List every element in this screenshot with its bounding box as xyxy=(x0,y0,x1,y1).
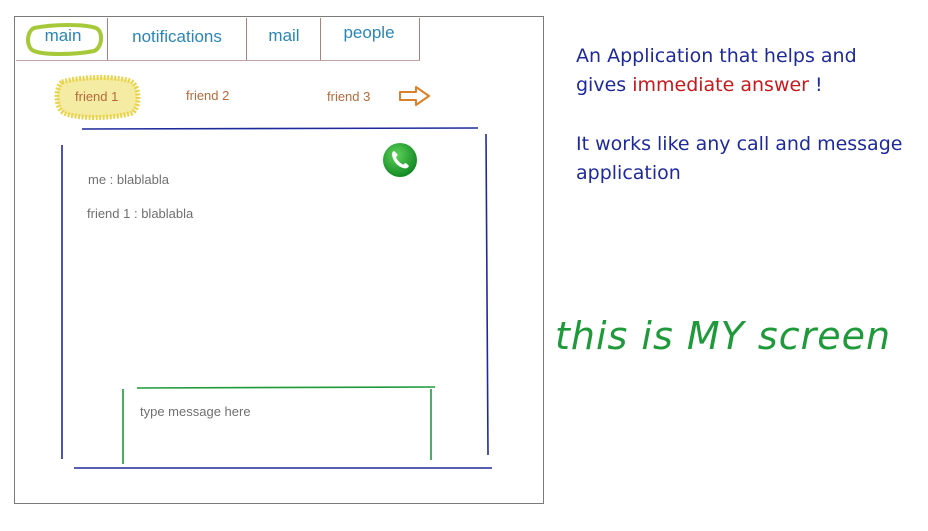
active-tab-highlight xyxy=(26,23,103,56)
tab-divider xyxy=(419,18,420,60)
note-line: application xyxy=(576,162,681,184)
tab-notifications-label: notifications xyxy=(132,27,222,46)
description-note: An Application that helps and gives imme… xyxy=(576,42,857,100)
tab-mail-label: mail xyxy=(268,26,300,45)
tab-bar-underline xyxy=(16,60,420,61)
tab-divider xyxy=(107,18,108,60)
tab-people[interactable]: people xyxy=(321,18,417,60)
tab-divider xyxy=(320,18,321,60)
chat-message: me : blablabla xyxy=(88,172,169,187)
arrow-right-icon[interactable] xyxy=(398,84,432,108)
chat-message: friend 1 : blablabla xyxy=(87,206,194,221)
active-friend-highlight xyxy=(54,75,141,120)
note-line: It works like any call and message xyxy=(576,133,903,155)
tab-divider xyxy=(246,18,247,60)
message-input[interactable]: type message here xyxy=(140,404,251,419)
screen-label: this is MY screen xyxy=(555,314,892,358)
tab-bar: main notifications mail people xyxy=(16,18,420,60)
phone-call-icon[interactable] xyxy=(382,142,418,178)
friend-tab-3[interactable]: friend 3 xyxy=(327,89,371,104)
tab-people-label: people xyxy=(343,23,395,42)
tab-mail[interactable]: mail xyxy=(247,18,321,60)
note-line: gives immediate answer ! xyxy=(576,71,857,100)
friend-tab-1[interactable]: friend 1 xyxy=(75,89,119,104)
tab-main[interactable]: main xyxy=(28,18,98,60)
friend-tab-2[interactable]: friend 2 xyxy=(186,88,230,103)
note-text: gives xyxy=(576,74,633,96)
note-text: ! xyxy=(809,74,823,96)
description-note: It works like any call and message appli… xyxy=(576,130,902,188)
highlight-text: immediate answer xyxy=(632,74,809,96)
note-line: An Application that helps and xyxy=(576,45,857,67)
app-frame xyxy=(14,16,544,504)
tab-notifications[interactable]: notifications xyxy=(108,18,246,60)
tab-main-label: main xyxy=(44,26,82,45)
